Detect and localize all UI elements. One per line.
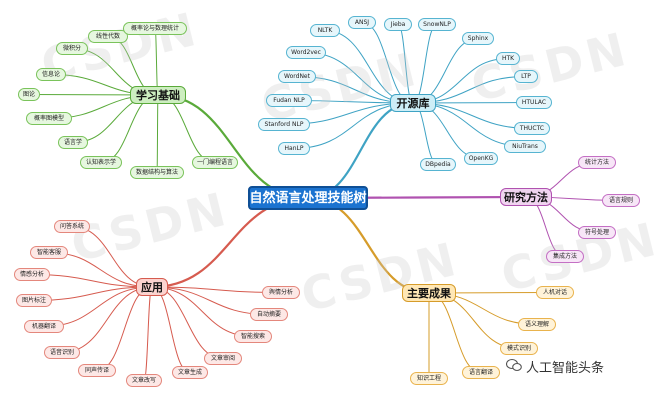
leaf-node[interactable]: THUCTC [514, 122, 550, 135]
leaf-node[interactable]: 知识工程 [410, 372, 448, 385]
connector-line [151, 286, 191, 373]
leaf-node[interactable]: Sphinx [462, 32, 494, 45]
branch-research[interactable]: 研究方法 [500, 188, 552, 206]
leaf-node[interactable]: Fudan NLP [266, 94, 312, 107]
leaf-node[interactable]: 模式识别 [500, 342, 538, 355]
leaf-node[interactable]: 语言规则 [602, 194, 640, 207]
leaf-node[interactable]: NiuTrans [504, 140, 546, 153]
leaf-node[interactable]: HTK [496, 52, 520, 65]
leaf-node[interactable]: HTULAC [516, 96, 552, 109]
leaf-node[interactable]: 线性代数 [88, 30, 128, 43]
branch-foundation[interactable]: 学习基础 [130, 86, 186, 104]
leaf-node[interactable]: OpenKG [464, 152, 498, 165]
leaf-node[interactable]: 认知表示学 [80, 156, 122, 169]
leaf-node[interactable]: Word2vec [286, 46, 326, 59]
wechat-icon [505, 358, 522, 376]
leaf-node[interactable]: 图论 [18, 88, 40, 101]
leaf-node[interactable]: 语义理解 [518, 318, 556, 331]
leaf-node[interactable]: 一门编程语言 [192, 156, 238, 169]
leaf-node[interactable]: 符号处理 [578, 226, 616, 239]
leaf-node[interactable]: 集成方法 [546, 250, 584, 263]
leaf-node[interactable]: NLTK [310, 24, 340, 37]
leaf-node[interactable]: 语音识别 [44, 346, 80, 359]
leaf-node[interactable]: 人机对话 [536, 286, 574, 299]
connector-line [157, 94, 216, 163]
leaf-node[interactable]: 文章生成 [172, 366, 208, 379]
leaf-node[interactable]: 语言学 [58, 136, 88, 149]
leaf-node[interactable]: 文章改写 [126, 374, 162, 387]
connector-line [156, 94, 159, 173]
leaf-node[interactable]: 舆情分析 [262, 286, 300, 299]
branch-results[interactable]: 主要成果 [402, 284, 456, 302]
branch-application[interactable]: 应用 [136, 278, 168, 296]
leaf-node[interactable]: 语言翻译 [462, 366, 500, 379]
leaf-node[interactable]: 微积分 [56, 42, 88, 55]
leaf-node[interactable]: 概率论与数理统计 [123, 22, 187, 35]
connector-line [151, 286, 282, 293]
leaf-node[interactable]: 智能客服 [30, 246, 68, 259]
brand-label: 人工智能头条 [505, 357, 605, 376]
leaf-node[interactable]: 智能搜索 [234, 330, 272, 343]
leaf-node[interactable]: 机器翻译 [24, 320, 64, 333]
leaf-node[interactable]: 信息论 [36, 68, 66, 81]
connector-line [428, 292, 482, 373]
leaf-node[interactable]: 数据结构与算法 [130, 166, 184, 179]
leaf-node[interactable]: DBpedia [420, 158, 456, 171]
connector-line [61, 286, 153, 353]
leaf-node[interactable]: 文章审阅 [204, 352, 242, 365]
leaf-node[interactable]: WordNet [278, 70, 316, 83]
leaf-node[interactable]: SnowNLP [418, 18, 456, 31]
leaf-node[interactable]: 情感分析 [14, 268, 50, 281]
leaf-node[interactable]: 自动摘要 [250, 308, 288, 321]
leaf-node[interactable]: 图片标注 [16, 294, 52, 307]
leaf-node[interactable]: 概率图模型 [26, 112, 72, 125]
brand-text: 人工智能头条 [526, 361, 605, 376]
leaf-node[interactable]: HanLP [278, 142, 310, 155]
leaf-node[interactable]: Stanford NLP [258, 118, 310, 131]
connector-line [96, 286, 153, 371]
branch-opensource[interactable]: 开源库 [390, 94, 436, 112]
leaf-node[interactable]: 同声传译 [78, 364, 116, 377]
connector-line [143, 286, 153, 381]
leaf-node[interactable]: Jieba [384, 18, 412, 31]
leaf-node[interactable]: 统计方法 [578, 156, 616, 169]
center-topic[interactable]: 自然语言处理技能树 [248, 186, 368, 210]
leaf-node[interactable]: ANSJ [348, 16, 376, 29]
leaf-node[interactable]: LTP [514, 70, 538, 83]
leaf-node[interactable]: 问答系统 [54, 220, 90, 233]
